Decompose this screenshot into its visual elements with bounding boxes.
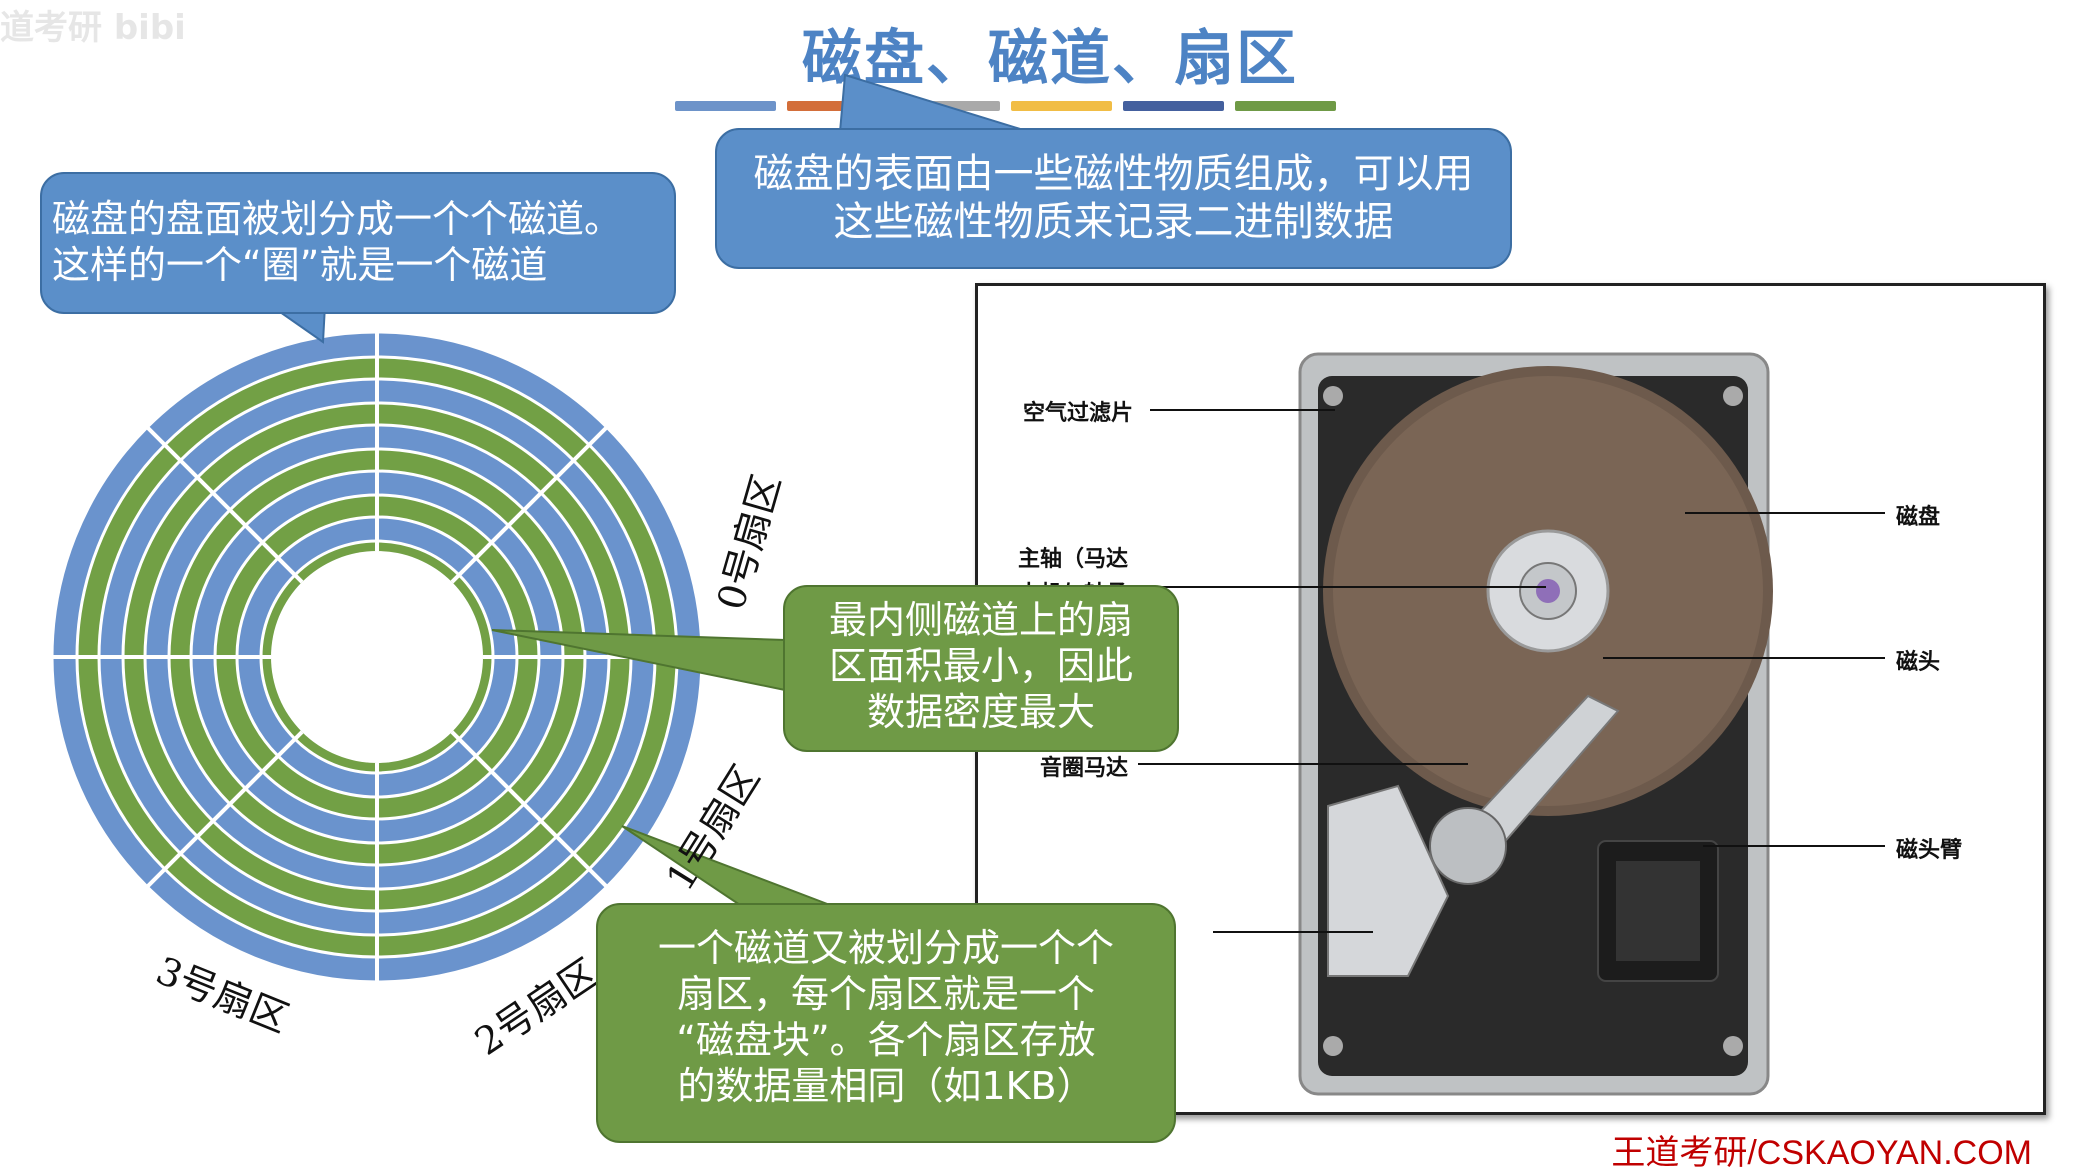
sector-divider xyxy=(142,422,304,584)
hdd-label-air-filter: 空气过滤片 xyxy=(1023,401,1134,426)
hdd-line-platter xyxy=(1685,512,1885,514)
callout-middle-line-3: 数据密度最大 xyxy=(866,690,1095,734)
title-color-bar xyxy=(787,101,888,111)
callout-middle-line-2: 区面积最小，因此 xyxy=(828,644,1133,688)
callout-left-line-2: 这样的一个“圈”就是一个磁道 xyxy=(52,243,548,287)
title-color-bars xyxy=(675,101,1340,111)
disk-center-hole xyxy=(271,551,483,763)
callout-middle-line-1: 最内侧磁道上的扇 xyxy=(828,598,1133,642)
footer-brand: 王道考研/CSKAOYAN.COM xyxy=(1611,1134,2032,1172)
callout-inner-track-density: 最内侧磁道上的扇 区面积最小，因此 数据密度最大 xyxy=(783,585,1179,752)
hdd-label-spindle-1: 主轴（马达 xyxy=(1018,547,1129,572)
corner-watermark: 道考研 bibi xyxy=(0,8,186,48)
hdd-line-actuator xyxy=(1138,763,1468,765)
hdd-line-spindle xyxy=(1150,586,1546,588)
hdd-line-head xyxy=(1603,657,1885,659)
callout-top-line-2: 这些磁性物质来记录二进制数据 xyxy=(833,199,1394,245)
title-color-bar xyxy=(1235,101,1336,111)
sector-divider xyxy=(450,730,612,892)
callout-track-definition: 磁盘的盘面被划分成一个个磁道。 这样的一个“圈”就是一个磁道 xyxy=(40,172,676,314)
callout-top-pointer xyxy=(838,73,1031,133)
callout-bottom-line-3: “磁盘块”。各个扇区存放 xyxy=(676,1018,1096,1062)
callout-bottom-line-1: 一个磁道又被划分成一个个 xyxy=(657,926,1114,970)
callout-magnetic-surface: 磁盘的表面由一些磁性物质组成，可以用 这些磁性物质来记录二进制数据 xyxy=(715,128,1512,269)
callout-top-line-1: 磁盘的表面由一些磁性物质组成，可以用 xyxy=(753,151,1474,197)
title-color-bar xyxy=(1011,101,1112,111)
callout-bottom-line-4: 的数据量相同（如1KB） xyxy=(677,1064,1095,1108)
hdd-label-arm: 磁头臂 xyxy=(1896,838,1963,863)
callout-left-line-1: 磁盘的盘面被划分成一个个磁道。 xyxy=(52,197,623,241)
sector-divider xyxy=(142,730,304,892)
hdd-line-air-filter xyxy=(1150,409,1335,411)
hdd-line-arm xyxy=(1703,845,1885,847)
slide-title: 磁盘、磁道、扇区 xyxy=(802,24,1298,94)
hdd-illustration xyxy=(1298,352,1773,1096)
title-color-bar xyxy=(1123,101,1224,111)
sector-divider xyxy=(450,422,612,584)
hdd-label-actuator: 音圈马达 xyxy=(1040,756,1129,781)
title-color-bar xyxy=(899,101,1000,111)
hdd-label-head: 磁头 xyxy=(1896,650,1941,675)
hdd-line-actuator-body xyxy=(1213,931,1373,933)
hdd-label-platter: 磁盘 xyxy=(1896,505,1941,530)
disk-rings xyxy=(47,327,707,987)
callout-sector-definition: 一个磁道又被划分成一个个 扇区，每个扇区就是一个 “磁盘块”。各个扇区存放 的数… xyxy=(596,903,1176,1143)
title-color-bar xyxy=(675,101,776,111)
callout-bottom-line-2: 扇区，每个扇区就是一个 xyxy=(676,972,1095,1016)
